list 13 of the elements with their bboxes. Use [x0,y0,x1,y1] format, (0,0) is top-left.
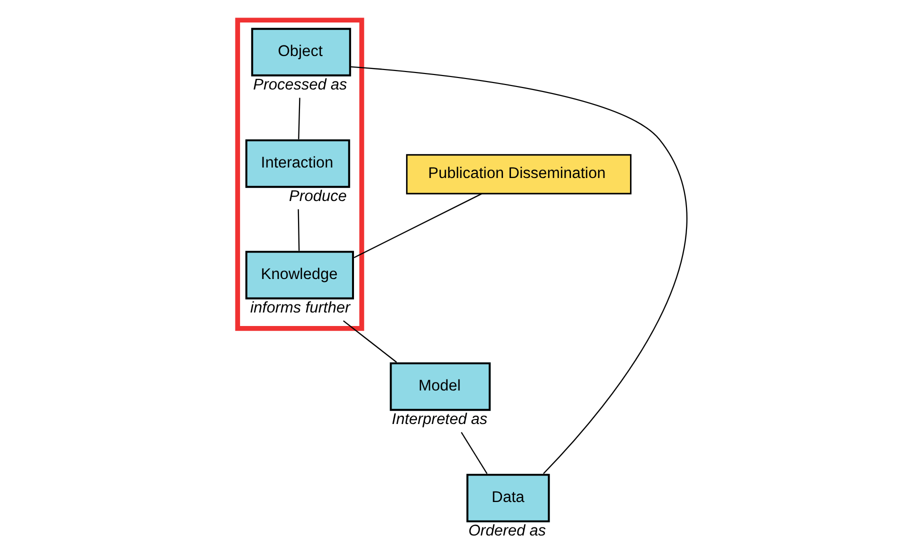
cluster [234,18,364,331]
connector [350,66,687,474]
node-box: Publication Dissemination [406,154,631,194]
connector [342,320,396,363]
connector [460,432,488,474]
connector [353,193,482,258]
connector [298,98,300,140]
node-label: Interpreted as [391,411,487,428]
node-label: Ordered as [468,522,546,540]
node-label: Produce [288,188,346,206]
connector [297,209,300,251]
node-label: Processed as [252,76,347,94]
node-label: informs further [250,300,350,317]
